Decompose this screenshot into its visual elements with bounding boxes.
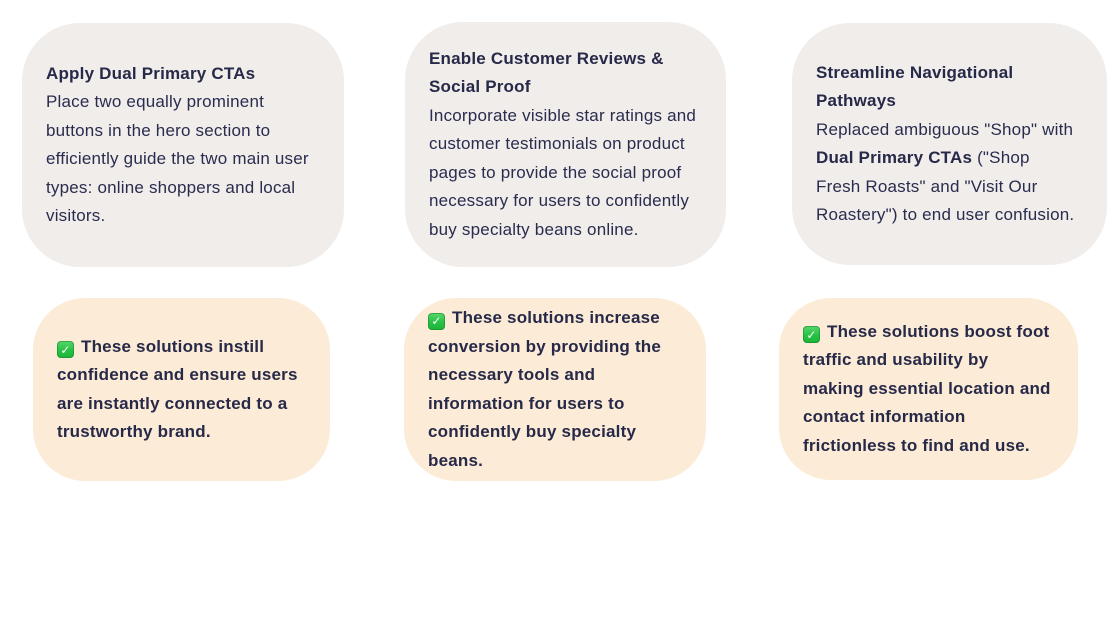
check-icon: ✓: [428, 312, 445, 330]
solution-card-body-bold-text: Dual Primary CTAs: [816, 148, 973, 167]
solution-card-apply-dual-primary-ctas: Apply Dual Primary CTAs Place two equall…: [22, 23, 344, 267]
solution-card-title: Enable Customer Reviews & Social Proof: [429, 48, 664, 97]
benefit-text: ✓These solutions boost foot traffic and …: [803, 318, 1052, 461]
benefit-text-content: These solutions boost foot traffic and u…: [803, 321, 1051, 455]
solution-card-body-text: ("Shop Fresh Roasts" and "Visit Our Roas…: [816, 148, 1075, 224]
benefit-card-trustworthy-brand: ✓These solutions instill confidence and …: [33, 298, 330, 481]
check-icon: ✓: [57, 341, 74, 358]
solution-card-body: Place two equally prominent buttons in t…: [46, 92, 309, 225]
benefit-card-boost-foot-traffic: ✓These solutions boost foot traffic and …: [779, 298, 1078, 480]
solution-card-title: Streamline Navigational Pathways: [816, 62, 1014, 111]
solution-card-title: Apply Dual Primary CTAs: [46, 63, 256, 83]
benefit-text-content: These solutions instill confidence and e…: [57, 336, 298, 442]
check-icon: ✓: [803, 326, 820, 344]
benefit-text: ✓These solutions instill confidence and …: [57, 333, 304, 447]
solution-card-streamline-navigational-pathways: Streamline Navigational Pathways Replace…: [792, 23, 1107, 265]
benefit-text-content: These solutions increase conversion by p…: [428, 308, 662, 470]
solution-card-body: Replaced ambiguous "Shop" with Dual Prim…: [816, 116, 1079, 230]
solution-card-enable-customer-reviews: Enable Customer Reviews & Social Proof I…: [405, 22, 726, 267]
benefit-text: ✓These solutions increase conversion by …: [428, 304, 680, 475]
benefit-card-increase-conversion: ✓These solutions increase conversion by …: [404, 298, 706, 481]
solution-card-body-text: Replaced ambiguous "Shop" with: [816, 119, 1074, 139]
solution-card-body: Incorporate visible star ratings and cus…: [429, 105, 697, 239]
